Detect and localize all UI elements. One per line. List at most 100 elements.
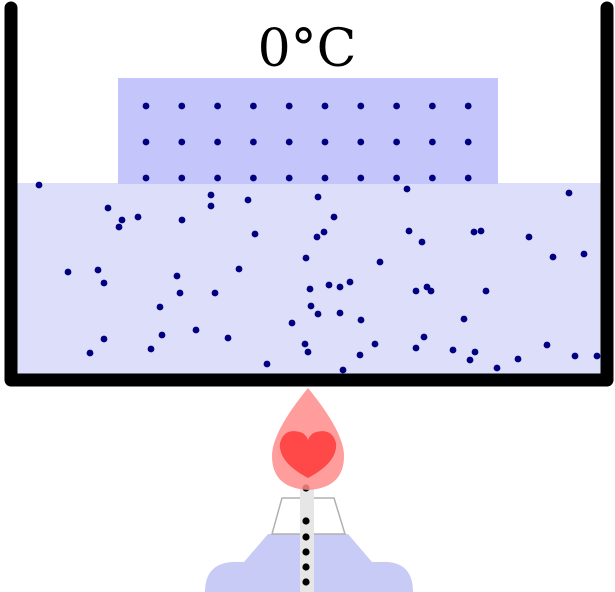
ice-molecule: [357, 138, 365, 146]
liquid-molecule: [593, 352, 601, 360]
ice-molecule: [393, 174, 400, 182]
liquid-molecule: [178, 216, 186, 224]
ice-molecule: [285, 102, 293, 110]
ice-molecule: [429, 102, 436, 110]
ice-molecule: [393, 102, 400, 110]
liquid-molecule: [339, 366, 347, 374]
gas-dot: [302, 533, 310, 541]
flame: [272, 388, 344, 490]
ice-molecule: [357, 174, 365, 182]
gas-dot: [302, 563, 310, 571]
liquid-molecule: [471, 348, 479, 356]
liquid-molecule: [288, 319, 296, 327]
liquid-molecule: [418, 238, 426, 246]
liquid-water: [11, 183, 607, 380]
ice-molecule: [250, 102, 257, 110]
liquid-molecule: [427, 287, 435, 295]
liquid-molecule: [64, 268, 72, 276]
liquid-molecule: [224, 334, 232, 342]
liquid-molecule: [147, 345, 155, 353]
liquid-molecule: [357, 316, 365, 324]
ice-molecule: [214, 174, 222, 182]
liquid-molecule: [336, 283, 344, 291]
liquid-molecule: [412, 344, 420, 352]
liquid-molecule: [356, 351, 364, 359]
ice-molecule: [321, 174, 329, 182]
liquid-molecule: [325, 281, 333, 289]
gas-dot: [302, 578, 310, 586]
liquid-molecule: [449, 346, 457, 354]
liquid-molecule: [173, 272, 181, 280]
liquid-molecule: [211, 289, 219, 297]
gas-dot: [302, 517, 310, 525]
liquid-molecule: [549, 253, 557, 261]
liquid-molecule: [86, 349, 94, 357]
liquid-molecule: [118, 216, 126, 224]
liquid-molecule: [115, 223, 123, 231]
ice-molecule: [250, 174, 257, 182]
ice-molecule: [178, 138, 186, 146]
liquid-molecule: [477, 227, 485, 235]
liquid-molecule: [543, 341, 551, 349]
burner: [205, 484, 413, 592]
liquid-molecule: [158, 331, 166, 339]
liquid-molecule: [571, 352, 579, 360]
gas-dot: [302, 548, 310, 556]
liquid-molecule: [314, 310, 322, 318]
ice-molecule: [214, 102, 222, 110]
flame-inner: [279, 431, 337, 478]
liquid-molecule: [134, 213, 142, 221]
liquid-molecule: [580, 250, 588, 258]
liquid-molecule: [207, 202, 215, 210]
liquid-molecule: [514, 355, 522, 363]
liquid-molecule: [313, 233, 321, 241]
liquid-molecule: [405, 227, 413, 235]
liquid-molecule: [346, 278, 354, 286]
ice-molecules: [142, 102, 472, 182]
ice-molecule: [464, 138, 472, 146]
liquid-molecule: [35, 181, 43, 189]
ice-molecule: [393, 138, 400, 146]
liquid-molecule: [304, 348, 312, 356]
liquid-molecule: [403, 185, 411, 193]
liquid-molecule: [314, 193, 322, 201]
liquid-molecule: [371, 340, 379, 348]
liquid-molecule: [482, 287, 490, 295]
liquid-molecule: [263, 360, 271, 368]
ice-molecule: [142, 174, 150, 182]
liquid-molecule: [376, 258, 384, 266]
ice-molecule: [178, 174, 186, 182]
container: [4, 1, 614, 387]
ice-molecule: [464, 102, 472, 110]
liquid-molecule: [336, 309, 344, 317]
liquid-molecule: [94, 266, 102, 274]
ice-molecule: [285, 138, 293, 146]
ice-block: [118, 78, 498, 184]
liquid-molecule: [192, 326, 200, 334]
liquid-molecule: [307, 302, 315, 310]
liquid-molecule: [176, 289, 184, 297]
liquid-molecule: [493, 364, 501, 372]
liquid-molecule: [251, 230, 259, 238]
liquid-molecule: [244, 196, 252, 204]
liquid-molecule: [235, 265, 243, 273]
ice-molecule: [178, 102, 186, 110]
liquid-molecule: [301, 340, 309, 348]
ice-molecule: [142, 102, 150, 110]
liquid-molecule: [100, 335, 108, 343]
ice-molecule: [321, 138, 329, 146]
ice-molecule: [321, 102, 329, 110]
liquid-molecule: [306, 285, 314, 293]
liquid-molecule: [302, 254, 310, 262]
liquid-molecule: [466, 356, 474, 364]
ice-molecule: [429, 174, 436, 182]
temperature-label: 0°C: [258, 19, 357, 79]
liquid-molecule: [412, 287, 420, 295]
ice-molecule: [214, 138, 222, 146]
ice-molecule: [429, 138, 436, 146]
liquid-molecule: [330, 213, 338, 221]
liquid-molecule: [470, 228, 478, 236]
liquid-molecule: [525, 233, 533, 241]
liquid-molecule: [207, 191, 215, 199]
